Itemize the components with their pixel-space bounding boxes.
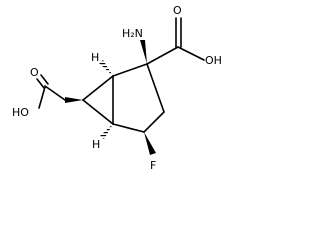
hydrogen-top-label: H xyxy=(91,51,99,64)
bond-c2-c3 xyxy=(146,63,165,113)
wedge-bond-c4-f xyxy=(144,132,156,155)
wedge-bond-c2-nh2 xyxy=(140,40,147,64)
oxygen-left-label: O xyxy=(30,66,39,79)
bond-c2-cooh xyxy=(146,46,179,65)
bond-c1-c6 xyxy=(82,75,114,101)
bond-c6-cooh xyxy=(44,85,66,101)
fluorine-label: F xyxy=(150,159,156,172)
hash-bond-h-top xyxy=(99,60,113,76)
bond-c-oh-right xyxy=(177,46,205,61)
amino-label: H₂N xyxy=(122,27,143,40)
bond-co-left-double-a xyxy=(36,78,45,89)
oxygen-right-label: O xyxy=(173,4,182,17)
wedge-bond-c6-cooh xyxy=(65,97,83,103)
bond-c-oh-left xyxy=(38,86,46,109)
hydrogen-bottom-label: H xyxy=(92,138,100,151)
hydroxyl-right-label: OH xyxy=(205,54,222,67)
bond-c5-c6 xyxy=(82,99,114,125)
structure-canvas: H₂N O OH O HO F H H xyxy=(12,4,222,172)
bond-co-left-double-b xyxy=(40,74,49,85)
bond-c3-c4 xyxy=(143,111,165,133)
hash-bond-h-bottom xyxy=(100,124,113,139)
bond-c1-c2 xyxy=(112,63,148,77)
bond-c4-c5 xyxy=(112,123,145,133)
hydroxyl-left-label: HO xyxy=(12,106,29,119)
molecule-drawing: H₂N O OH O HO F H H xyxy=(12,4,222,172)
